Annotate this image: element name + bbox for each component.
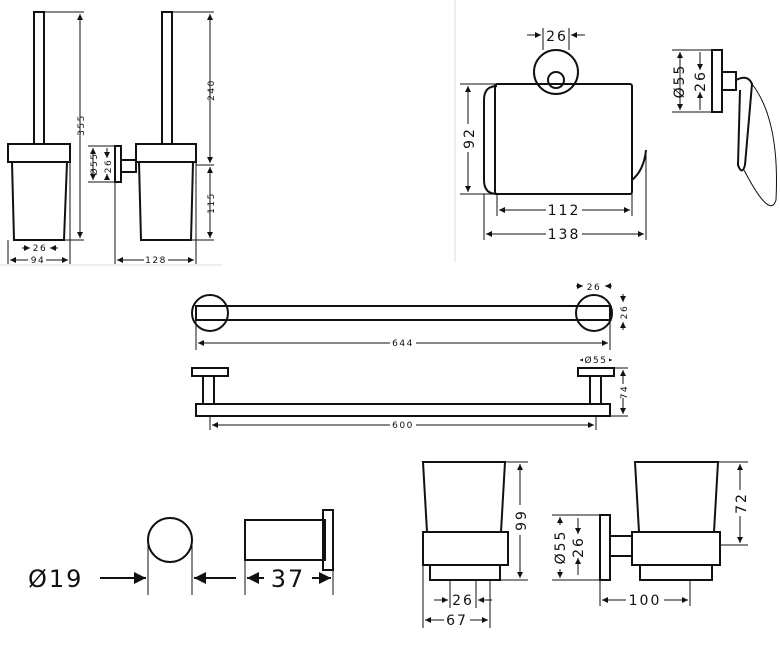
paper-holder-front: 26 92 112 138 <box>460 28 647 243</box>
dim-37: 37 <box>271 565 306 593</box>
dim-26-knob: 26 <box>546 29 568 45</box>
dim-o55-side: Ø55 <box>672 64 688 99</box>
dim-128: 128 <box>145 256 167 266</box>
dim-26-side: 26 <box>693 70 709 92</box>
tumbler-front: 99 26 67 <box>421 461 530 629</box>
paper-holder-side: Ø55 26 <box>672 49 777 207</box>
dim-100: 100 <box>629 593 662 609</box>
dim-92: 92 <box>462 127 478 149</box>
dim-94: 94 <box>31 256 45 266</box>
dim-26-tumbler-stem: 26 <box>571 536 587 558</box>
dim-26-stem: 26 <box>104 159 114 173</box>
dim-o55-bar: Ø55 <box>584 355 607 366</box>
dim-99: 99 <box>514 509 530 531</box>
dim-112: 112 <box>548 203 581 219</box>
dim-26-brush: 26 <box>33 244 47 254</box>
dim-240: 240 <box>207 79 217 101</box>
separators <box>0 0 456 266</box>
dim-72: 72 <box>734 492 750 514</box>
dim-355: 355 <box>77 114 87 136</box>
toilet-brush-side: 240 115 Ø55 26 128 <box>88 11 217 266</box>
dim-67: 67 <box>446 613 468 629</box>
dim-600: 600 <box>392 421 414 431</box>
dim-644: 644 <box>392 339 414 349</box>
dim-o19: Ø19 <box>28 565 83 593</box>
toilet-brush-front: 355 94 26 <box>7 11 87 266</box>
towel-bar-top: 644 26 26 <box>191 283 630 350</box>
hook: Ø19 37 <box>28 509 334 595</box>
dim-26-end: 26 <box>587 283 601 293</box>
dim-115: 115 <box>207 192 217 214</box>
dim-26-base: 26 <box>452 593 474 609</box>
dim-o55: Ø55 <box>89 152 100 175</box>
dim-o55-tumbler: Ø55 <box>553 530 569 565</box>
towel-bar-side: Ø55 74 600 <box>191 354 630 431</box>
dim-138: 138 <box>548 227 581 243</box>
dim-26-height: 26 <box>620 305 630 319</box>
dim-74: 74 <box>620 385 630 399</box>
tumbler-side: Ø55 26 72 100 <box>552 461 750 609</box>
